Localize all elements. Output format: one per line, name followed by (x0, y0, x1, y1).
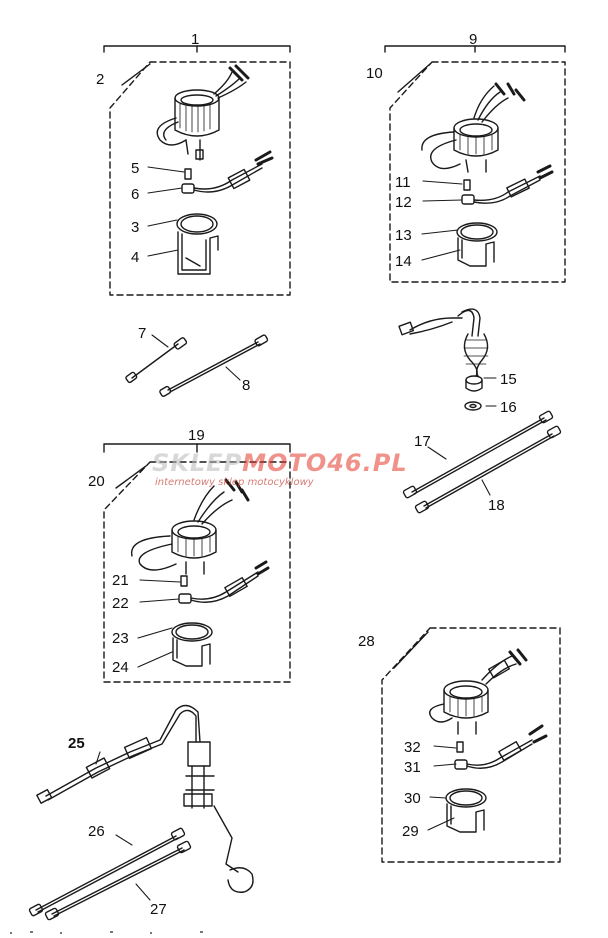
label-group-10: 10 (366, 65, 383, 82)
bracket-29 (445, 788, 487, 833)
scan-specks (10, 931, 203, 934)
label-part-21: 21 (112, 572, 129, 589)
label-group-9: 9 (469, 31, 478, 48)
label-part-27: 27 (150, 901, 167, 918)
label-part-3: 3 (131, 219, 140, 236)
leader-lines (95, 166, 497, 901)
label-part-7: 7 (138, 325, 147, 342)
label-part-13: 13 (395, 227, 412, 244)
bracket-14 (456, 222, 498, 267)
group-28-frame (381, 627, 561, 863)
label-part-14: 14 (395, 253, 412, 270)
sleeve-31 (454, 724, 548, 770)
label-group-28: 28 (358, 633, 375, 650)
label-part-22: 22 (112, 595, 129, 612)
cord-17 (402, 410, 554, 499)
label-part-25: 25 (68, 735, 85, 752)
label-part-31: 31 (404, 759, 421, 776)
bracket-24 (171, 622, 213, 667)
label-part-8: 8 (242, 377, 251, 394)
label-part-5: 5 (131, 160, 140, 177)
gauge-10 (421, 82, 526, 173)
cord-18 (414, 425, 562, 514)
bracket-4 (176, 213, 219, 275)
label-part-23: 23 (112, 630, 129, 647)
group-1-frame (103, 45, 291, 296)
label-part-6: 6 (131, 186, 140, 203)
label-part-12: 12 (395, 194, 412, 211)
sleeve-12 (461, 164, 554, 205)
label-group-1: 1 (191, 31, 200, 48)
watermark-logo: SKLEPMOTO46.PL (152, 449, 408, 477)
label-group-2: 2 (96, 71, 105, 88)
gauge-28 (429, 648, 528, 735)
harness-25 (36, 704, 254, 893)
group-19-frame (103, 443, 291, 683)
gauge-1 (156, 64, 250, 161)
label-part-29: 29 (402, 823, 419, 840)
label-part-30: 30 (404, 790, 421, 807)
washer-16 (464, 401, 482, 411)
gauge-20 (131, 478, 250, 575)
sleeve-22 (178, 560, 270, 604)
label-group-19: 19 (188, 427, 205, 444)
label-part-32: 32 (404, 739, 421, 756)
cord-8 (159, 334, 269, 397)
sender-15 (398, 308, 489, 392)
sleeve-6 (181, 150, 274, 194)
label-part-26: 26 (88, 823, 105, 840)
label-part-18: 18 (488, 497, 505, 514)
cord-26 (28, 827, 186, 917)
label-part-17: 17 (414, 433, 431, 450)
cord-7 (125, 337, 188, 384)
cord-27 (44, 840, 192, 921)
label-part-24: 24 (112, 659, 129, 676)
label-part-11: 11 (395, 174, 411, 191)
label-part-15: 15 (500, 371, 517, 388)
watermark-tagline: internetowy sklep motocyklowy (155, 477, 314, 488)
label-part-16: 16 (500, 399, 517, 416)
label-group-20: 20 (88, 473, 105, 490)
label-part-4: 4 (131, 249, 140, 266)
group-9-frame (384, 45, 566, 283)
